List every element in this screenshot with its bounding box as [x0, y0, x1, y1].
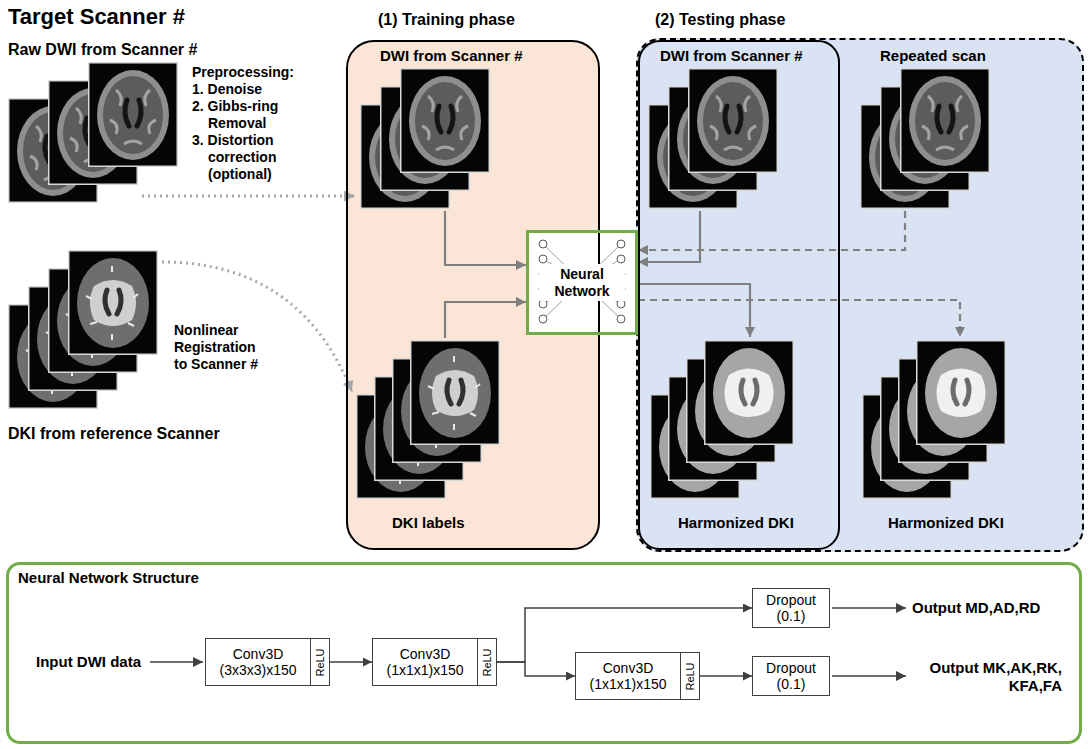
neural-network-box: Neural Network [526, 230, 638, 335]
layer-label: Conv3D (1x1x1)x150 [377, 646, 473, 678]
dashed-arrow [638, 211, 905, 250]
brain-image [705, 341, 794, 445]
dropout-layer: Dropout (0.1) [752, 656, 830, 696]
activation-cell: ReLU [680, 653, 699, 699]
activation-label: ReLU [315, 648, 326, 676]
panel-heading: (1) Training phase [378, 10, 598, 29]
layer-label: Conv3D (3x3x3)x150 [210, 646, 306, 678]
image-caption: DKI labels [392, 514, 552, 532]
neuron [617, 240, 625, 248]
conv3d-layer: Conv3D (1x1x1)x150 ReLU [575, 652, 700, 700]
registration-arrow [162, 262, 352, 392]
flow-arrow [445, 302, 526, 338]
connectors [330, 211, 960, 676]
step-item: 2. Gibbs-ring Removal [192, 98, 320, 132]
layer-label: Conv3D (1x1x1)x150 [580, 660, 676, 692]
activation-label: ReLU [482, 648, 493, 676]
testing-phase-panel: (2) Testing phaseDWI from Scanner #Harmo… [638, 40, 840, 550]
step-item: 3. Distortion correction (optional) [192, 132, 320, 183]
neuron [617, 300, 625, 308]
layer-cell: Conv3D (1x1x1)x150 [576, 653, 680, 699]
repeated-harmonized-stack [863, 341, 1006, 499]
brain-image [917, 341, 1006, 445]
network-neurons [539, 240, 625, 323]
conv3d-layer: Conv3D (3x3x3)x150 ReLU [205, 638, 330, 686]
neuron [617, 255, 625, 263]
flow-arrow [638, 284, 750, 337]
activation-cell: ReLU [477, 639, 496, 685]
flow-arrow [497, 662, 575, 676]
repeated-dwi-stack [861, 69, 990, 209]
dashed-arrow [638, 300, 960, 337]
dropout-layer: Dropout (0.1) [752, 588, 830, 628]
output-arrow [832, 607, 906, 609]
preprocessing-arrow [142, 195, 355, 198]
network-box-fill [526, 230, 638, 335]
flow-arrow [445, 211, 526, 265]
testing-panel-fill [636, 38, 1084, 552]
brain-image [401, 69, 490, 173]
neuron [539, 240, 547, 248]
image-caption: DKI from reference Scanner [8, 424, 268, 443]
output-arrow [832, 675, 906, 677]
image-caption: Harmonized DKI [678, 514, 836, 532]
brain-image [689, 69, 778, 173]
brain-image [69, 251, 158, 355]
brain-image [901, 69, 990, 173]
image-caption: DWI from Scanner # [660, 47, 835, 65]
step-note: Nonlinear Registration to Scanner # [174, 322, 270, 373]
raw-dwi-stack [9, 63, 178, 203]
panel-heading: Neural Network Structure [18, 569, 318, 587]
brain-image [89, 63, 178, 167]
flow-arrow [638, 211, 700, 262]
image-caption: DWI from Scanner # [380, 47, 580, 65]
reference-dki-stack [9, 251, 158, 409]
network-label: Neural Network [539, 264, 625, 300]
panel-heading: Repeated scan [880, 47, 1050, 65]
activation-label: ReLU [685, 662, 696, 690]
flow-arrow [330, 661, 372, 663]
output-label: Output MK,AK,RK, KFA,FA [912, 659, 1062, 695]
training-dki-stack [357, 341, 500, 499]
network-structure-panel: Conv3D (3x3x3)x150ReLUConv3D (1x1x1)x150… [6, 562, 1082, 744]
layer-label: Dropout (0.1) [756, 592, 826, 624]
testing-harmonized-stack [651, 341, 794, 499]
testing-dwi-stack [649, 69, 778, 209]
training-dwi-stack [361, 69, 490, 209]
layer-cell: Conv3D (1x1x1)x150 [373, 639, 477, 685]
neuron [539, 300, 547, 308]
step-item: 1. Denoise [192, 81, 332, 98]
activation-cell: ReLU [310, 639, 329, 685]
image-caption: Raw DWI from Scanner # [8, 40, 268, 59]
repeated-scan-region: (2) Testing phaseDWI from Scanner #Harmo… [636, 38, 1084, 552]
neuron [539, 315, 547, 323]
layer-label: Dropout (0.1) [756, 660, 826, 692]
step-heading: Preprocessing: [192, 64, 332, 81]
brain-image [411, 341, 500, 445]
layer-cell: Conv3D (3x3x3)x150 [206, 639, 310, 685]
input-label: Input DWI data [36, 653, 166, 671]
flow-arrow [700, 675, 752, 677]
output-label: Output MD,AD,RD [912, 599, 1082, 617]
input-arrow [150, 661, 203, 663]
image-caption: Harmonized DKI [888, 514, 1058, 532]
neuron [539, 255, 547, 263]
neuron [617, 315, 625, 323]
diagram-title: Target Scanner # [8, 4, 185, 30]
conv3d-layer: Conv3D (1x1x1)x150 ReLU [372, 638, 497, 686]
panel-heading: (2) Testing phase [655, 10, 855, 29]
